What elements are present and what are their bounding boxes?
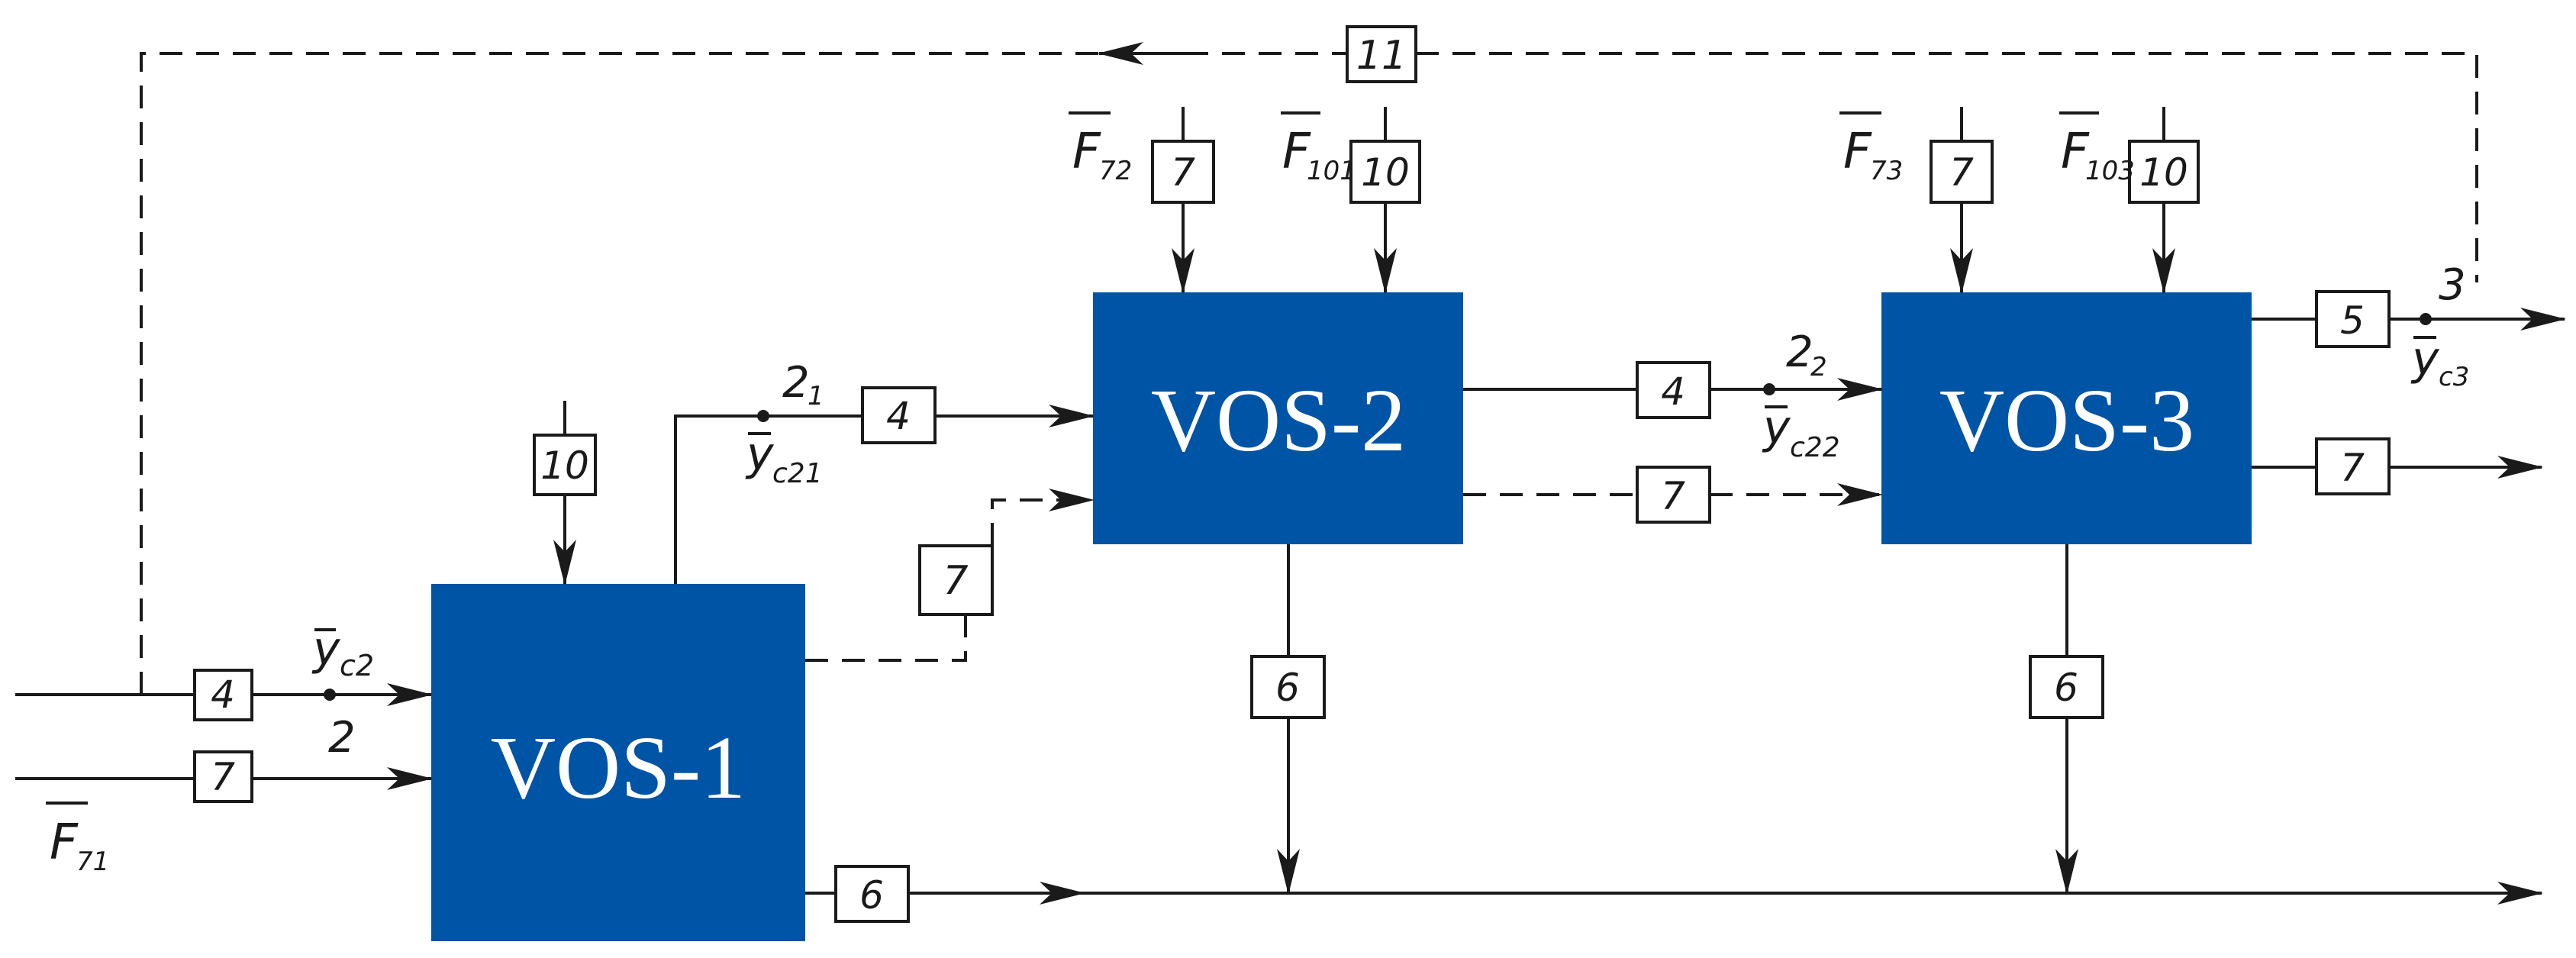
block-vos2: VOS-2: [1093, 292, 1463, 544]
label-F7-3: F: [1843, 124, 1872, 180]
label-F7-1-sub: 71: [76, 847, 109, 877]
label-F10-1-sub: 101: [1307, 156, 1356, 186]
box-11-label: 11: [1356, 33, 1407, 79]
block-vos1: VOS-1: [431, 584, 805, 941]
label-F7-2-sub: 72: [1099, 156, 1132, 186]
label-y-c2-1-sub: c21: [772, 458, 823, 489]
box-6-output-vos3: [2029, 655, 2104, 719]
label-F7-1: F: [50, 814, 79, 871]
box-11: [1346, 25, 1417, 83]
label-y-c2-2-sub: c22: [1790, 432, 1840, 463]
box-4-output-vos1-label: 4: [886, 394, 911, 438]
box-6-output-vos3-label: 6: [2054, 666, 2078, 710]
box-7-top-vos2-label: 7: [1171, 150, 1195, 195]
label-y-c2-2: y: [1762, 401, 1791, 454]
box-10-top-vos3: [2128, 140, 2200, 204]
label-F7-3-sub: 73: [1870, 156, 1903, 186]
vos2-top-inputs: 7 F 72 10 F 101: [1069, 107, 1421, 294]
vos2-outputs: 4 2 2 y c22 7 6: [1250, 327, 1883, 895]
label-F10-3: F: [2061, 124, 2090, 180]
label-y-c2-sub: c2: [340, 649, 374, 682]
box-5-output-vos3: [2315, 290, 2391, 348]
label-node-2-2: 2: [1786, 327, 1814, 377]
label-node-3: 3: [2439, 260, 2466, 310]
box-7-output-vos2-label: 7: [1661, 474, 1685, 518]
block-vos2-label: VOS-2: [1151, 370, 1406, 470]
label-y-c3-sub: c3: [2439, 362, 2469, 392]
vos3-top-inputs: 7 F 73 10 F 103: [1839, 107, 2200, 294]
box-7-output-vos3: [2315, 437, 2391, 495]
box-7-input-vos1-label: 7: [211, 755, 235, 799]
box-6-output-vos2-label: 6: [1275, 666, 1300, 710]
box-7-output-vos3-label: 7: [2340, 446, 2365, 490]
vos3-outputs: 5 3 y c3 7 6: [2029, 260, 2566, 895]
box-7-output-vos1-label: 7: [943, 558, 968, 604]
box-4-output-vos2: [1636, 361, 1711, 419]
vos1-outputs: 4 2 1 y c21 7 6: [674, 358, 2543, 923]
box-7-output-vos2: [1636, 466, 1711, 524]
box-10-top-vos2-label: 10: [1361, 150, 1410, 195]
block-vos1-label: VOS-1: [491, 718, 746, 818]
box-7-input-vos1: [193, 750, 253, 803]
block-vos3-label: VOS-3: [1939, 370, 2194, 470]
label-F7-2: F: [1072, 124, 1101, 180]
box-6-output-vos1-label: 6: [859, 873, 884, 918]
box-7-top-vos3-label: 7: [1949, 150, 1974, 195]
box-10-top-vos3-label: 10: [2139, 150, 2188, 195]
label-node-2: 2: [328, 713, 356, 763]
recycle-loop: 11: [140, 25, 2478, 695]
box-10-vos1: [533, 434, 597, 496]
label-F10-1: F: [1282, 124, 1311, 180]
vos1-inputs: 4 y c2 2 7 F 71 10: [15, 401, 597, 877]
box-10-vos1-label: 10: [540, 444, 589, 488]
block-vos3: VOS-3: [1881, 292, 2252, 544]
box-4-input-vos1-label: 4: [211, 673, 235, 717]
label-y-c3: y: [2410, 332, 2440, 385]
box-4-output-vos2-label: 4: [1661, 369, 1685, 414]
recycle-dashed-line: [140, 52, 1347, 695]
box-7-output-vos1: [918, 544, 994, 616]
label-node-2-1: 2: [782, 358, 810, 408]
label-y-c2-1: y: [745, 427, 775, 481]
label-F10-3-sub: 103: [2085, 156, 2135, 186]
label-node-2-1-sub: 1: [808, 381, 824, 411]
box-5-output-vos3-label: 5: [2340, 298, 2365, 343]
node-2-point: [324, 689, 336, 701]
label-node-2-2-sub: 2: [1810, 352, 1827, 382]
box-6-output-vos1: [834, 865, 910, 923]
box-6-output-vos2: [1250, 655, 1326, 719]
